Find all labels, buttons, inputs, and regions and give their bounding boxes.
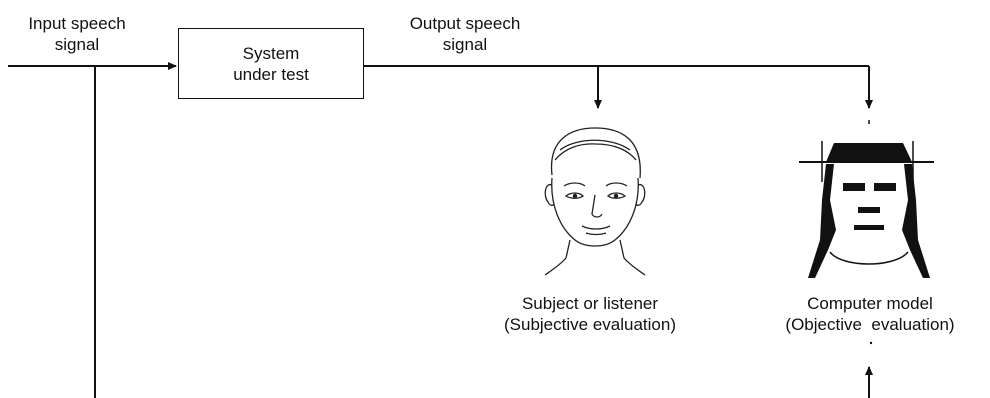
computer-model-label: Computer model (Objective evaluation) (745, 293, 990, 335)
human-face-icon (544, 127, 646, 276)
subject-listener-label: Subject or listener (Subjective evaluati… (460, 293, 720, 335)
input-label-line1: Input speech (28, 14, 126, 33)
system-box-line2: under test (233, 64, 309, 84)
small-dot (869, 341, 873, 345)
input-speech-label: Input speech signal (2, 13, 152, 55)
computer-model-face-icon (799, 120, 934, 278)
system-box-line1: System (242, 43, 300, 63)
output-label-line2: signal (442, 35, 488, 54)
output-label-line1: Output speech (409, 14, 521, 33)
subject-label-line2: (Subjective evaluation) (504, 315, 676, 334)
computer-label-line2: (Objective evaluation) (785, 315, 955, 334)
input-label-line2: signal (54, 35, 100, 54)
system-under-test-box: System under test (178, 28, 364, 99)
output-speech-label: Output speech signal (385, 13, 545, 55)
computer-label-line1: Computer model (807, 294, 933, 313)
subject-label-line1: Subject or listener (521, 294, 659, 313)
